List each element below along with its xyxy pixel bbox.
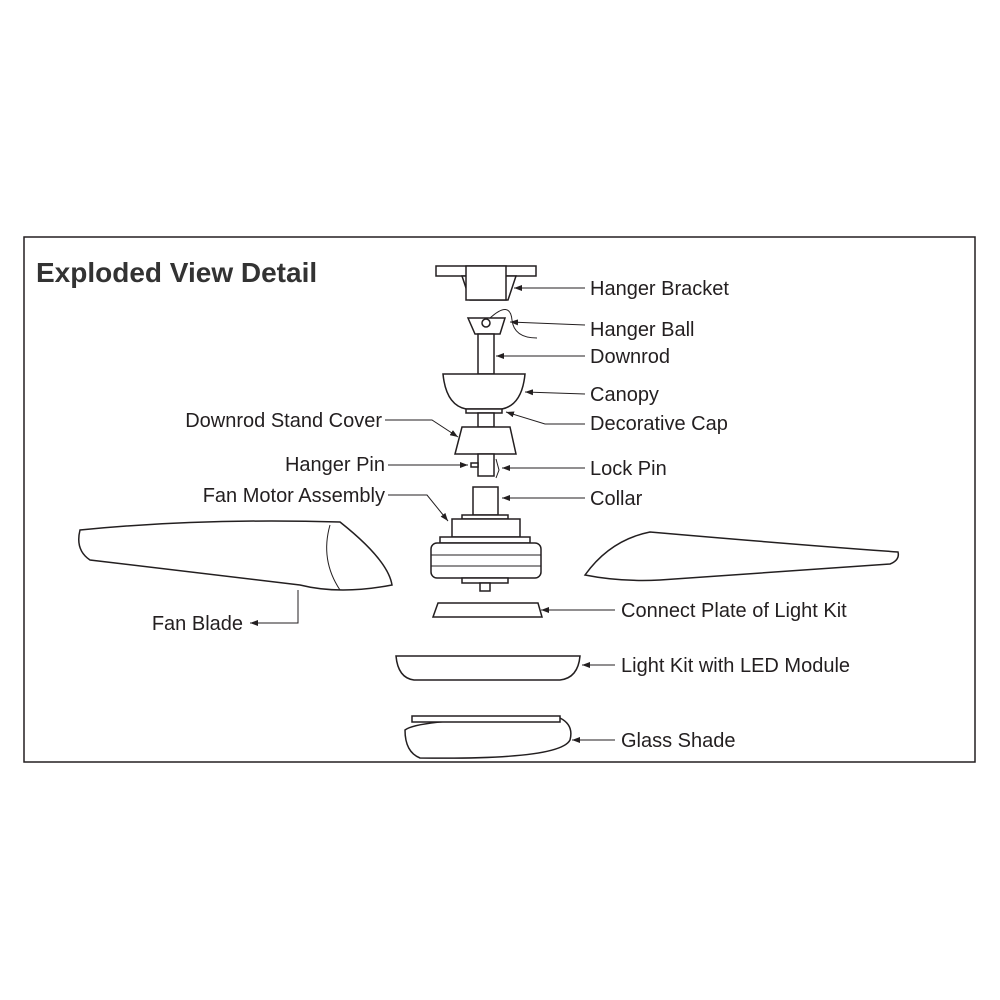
fan-blade-left-part xyxy=(78,520,393,591)
collar-part xyxy=(461,486,509,520)
leader-lines xyxy=(250,285,615,743)
label-canopy: Canopy xyxy=(590,384,659,406)
diagram-title: Exploded View Detail xyxy=(36,257,317,288)
label-hanger-ball: Hanger Ball xyxy=(590,319,695,341)
diagram-frame xyxy=(23,236,976,763)
downrod-stand-cover-part xyxy=(454,426,517,455)
fan-blade-right-part xyxy=(583,531,900,582)
label-downrod: Downrod xyxy=(590,346,670,368)
glass-shade-part xyxy=(404,717,572,759)
label-fan-blade: Fan Blade xyxy=(152,613,243,635)
label-light-kit: Light Kit with LED Module xyxy=(621,655,850,677)
label-hanger-bracket: Hanger Bracket xyxy=(590,278,729,300)
hanger-bracket-part xyxy=(435,265,537,301)
downrod-part xyxy=(466,309,538,375)
label-glass-shade: Glass Shade xyxy=(621,730,736,752)
label-hanger-pin: Hanger Pin xyxy=(285,454,385,476)
label-connect-plate: Connect Plate of Light Kit xyxy=(621,600,847,622)
label-collar: Collar xyxy=(590,488,643,510)
fan-motor-part xyxy=(430,518,542,592)
label-lock-pin: Lock Pin xyxy=(590,458,667,480)
canopy-part xyxy=(442,373,526,410)
connect-plate-part xyxy=(431,602,543,618)
label-fan-motor-assembly: Fan Motor Assembly xyxy=(203,485,385,507)
label-downrod-stand-cover: Downrod Stand Cover xyxy=(185,410,382,432)
light-kit-part xyxy=(395,655,581,681)
label-decorative-cap: Decorative Cap xyxy=(590,413,728,435)
